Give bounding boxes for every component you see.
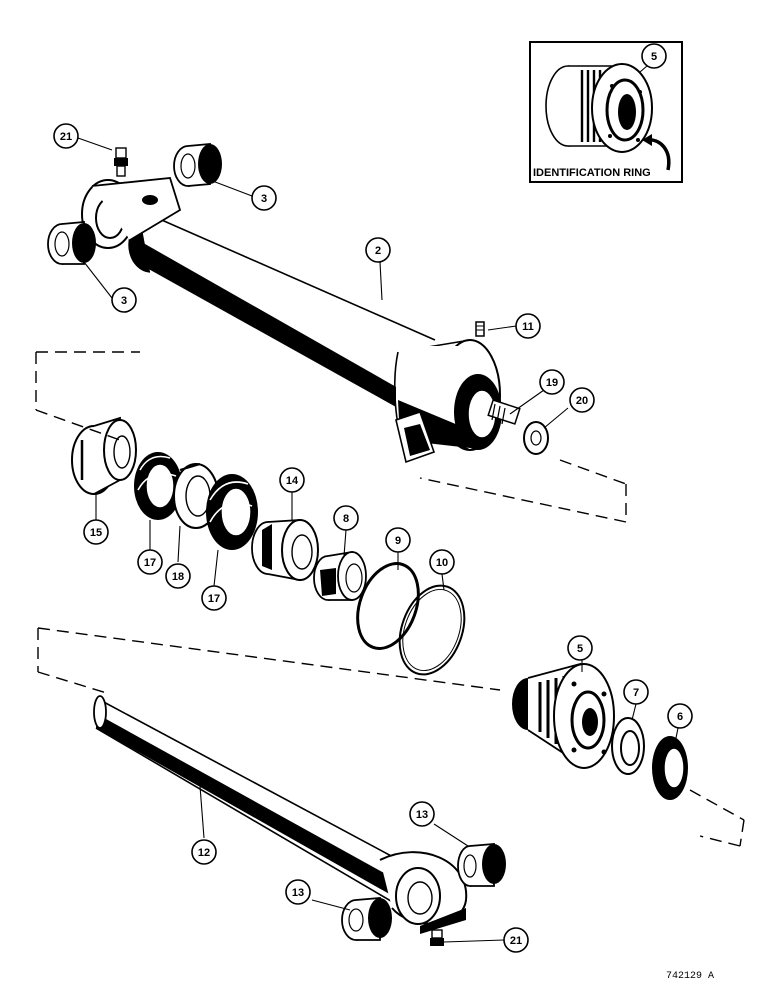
svg-text:17: 17 (144, 557, 156, 569)
leader-lines (77, 59, 679, 943)
bushing-3-lower (47, 221, 96, 265)
bushing-8 (313, 550, 367, 601)
ring-7 (611, 717, 645, 775)
svg-text:9: 9 (395, 535, 401, 547)
callout-15: 15 (83, 519, 109, 545)
callout-2: 2 (365, 237, 391, 263)
ring-14 (251, 519, 319, 582)
callout-17-rear: 17 (201, 585, 227, 611)
head-gland-5 (512, 662, 615, 769)
dashed-envelope-upper (35, 351, 627, 523)
washer-20 (523, 421, 549, 455)
svg-text:21: 21 (60, 131, 72, 143)
wiper-seal-6 (652, 736, 688, 800)
callout-8: 8 (333, 505, 359, 531)
callout-21-bottom: 21 (503, 927, 529, 953)
callout-13-lower: 13 (285, 879, 311, 905)
callout-5: 5 (567, 635, 593, 661)
callout-7: 7 (623, 679, 649, 705)
piston-rod-12 (93, 695, 468, 934)
grease-fitting-top (114, 147, 128, 177)
bushing-3-upper (173, 143, 222, 187)
svg-text:12: 12 (198, 847, 210, 859)
svg-text:5: 5 (651, 51, 657, 63)
inset-label: IDENTIFICATION RING (533, 167, 651, 179)
seal-17-rear (206, 474, 258, 550)
svg-text:5: 5 (577, 643, 583, 655)
callout-3-upper: 3 (251, 185, 277, 211)
piston-15 (71, 416, 137, 495)
svg-text:6: 6 (677, 711, 683, 723)
svg-text:21: 21 (510, 935, 522, 947)
svg-text:17: 17 (208, 593, 220, 605)
svg-text:10: 10 (436, 557, 448, 569)
o-ring-9 (356, 562, 420, 650)
svg-text:20: 20 (576, 395, 588, 407)
callout-14: 14 (279, 467, 305, 493)
callout-13-upper: 13 (409, 801, 435, 827)
svg-text:3: 3 (121, 295, 127, 307)
drawing-number: 742129 A (666, 971, 714, 982)
svg-text:15: 15 (90, 527, 102, 539)
svg-text:8: 8 (343, 513, 349, 525)
seal-17-front (134, 452, 182, 520)
callout-11: 11 (515, 313, 541, 339)
svg-text:19: 19 (546, 377, 558, 389)
callout-17-front: 17 (137, 549, 163, 575)
callout-9: 9 (385, 527, 411, 553)
svg-text:2: 2 (375, 245, 381, 257)
svg-text:3: 3 (261, 193, 267, 205)
svg-text:13: 13 (416, 809, 428, 821)
cylinder-barrel (81, 177, 521, 464)
callout-19: 19 (539, 369, 565, 395)
svg-text:18: 18 (172, 571, 184, 583)
callout-21-top: 21 (53, 123, 79, 149)
dashed-envelope-lower (37, 627, 745, 847)
svg-text:7: 7 (633, 687, 639, 699)
callout-18: 18 (165, 563, 191, 589)
svg-text:13: 13 (292, 887, 304, 899)
callout-12: 12 (191, 839, 217, 865)
callout-20: 20 (569, 387, 595, 413)
svg-text:11: 11 (522, 321, 534, 333)
callout-5-inset: 5 (641, 43, 667, 69)
backup-ring-10 (398, 584, 466, 676)
bushing-13-upper (457, 843, 506, 887)
bushing-13-lower (341, 897, 392, 941)
callout-10: 10 (429, 549, 455, 575)
svg-text:14: 14 (286, 475, 299, 487)
grease-fitting-bottom (430, 929, 444, 946)
callout-6: 6 (667, 703, 693, 729)
callout-3-lower: 3 (111, 287, 137, 313)
